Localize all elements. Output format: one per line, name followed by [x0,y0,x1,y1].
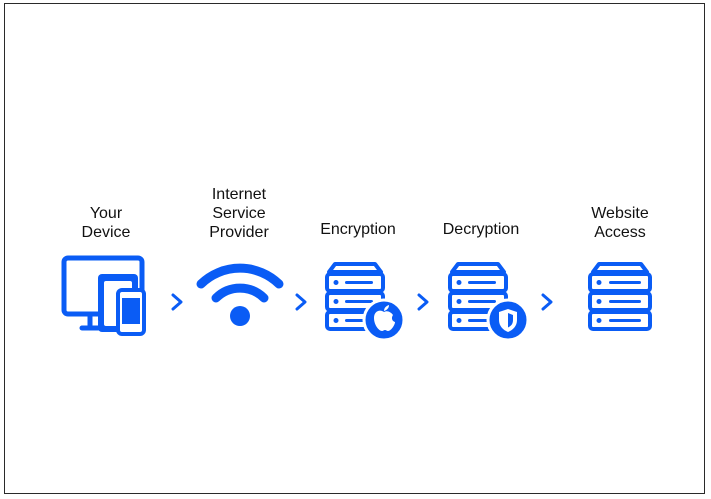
step-label-your-device: Your Device [81,205,131,241]
step-label-encryption: Encryption [320,221,396,238]
step-label-isp: Internet Service Provider [209,186,269,241]
server-apple-icon [325,262,405,342]
diagram-frame: Your Device Internet Service Provider En… [4,3,705,494]
server-icon [588,262,652,331]
wifi-icon [196,263,284,326]
chevron-right-icon [417,293,429,311]
server-shield-icon [448,262,528,342]
chevron-right-icon [541,293,553,311]
chevron-right-icon [295,293,307,311]
step-label-website-access: Website Access [591,205,649,241]
step-label-decryption: Decryption [442,221,520,238]
chevron-right-icon [171,293,183,311]
devices-icon [61,255,146,336]
